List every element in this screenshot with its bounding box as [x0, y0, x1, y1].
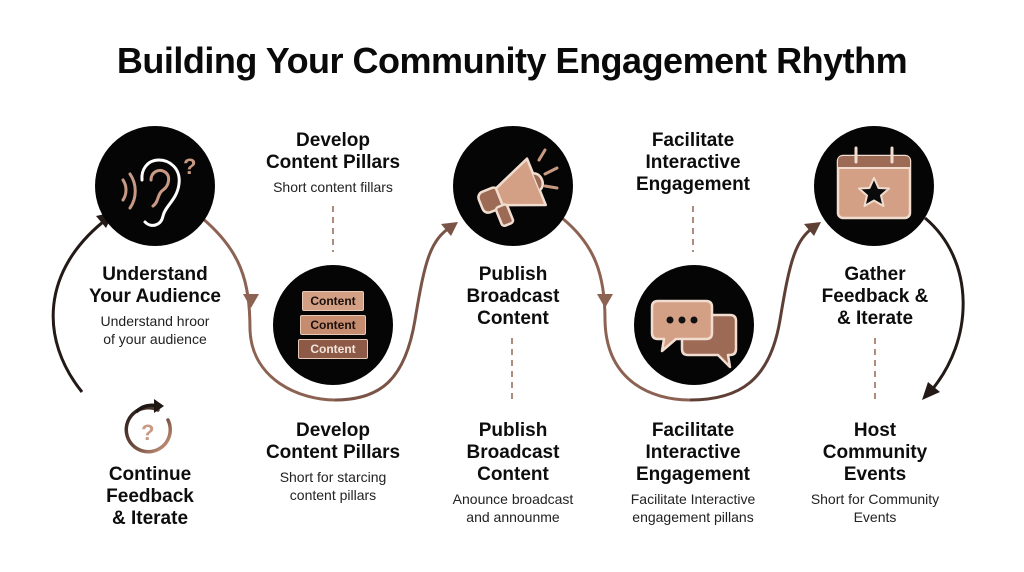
label-develop-top: Develop Content Pillars Short content fi…	[248, 130, 418, 196]
arrow-chat-to-gather	[689, 224, 816, 402]
refresh-question-icon: ?	[124, 399, 172, 454]
heading: Broadcast	[466, 286, 560, 307]
heading: Feedback &	[821, 286, 929, 307]
heading: & Iterate	[111, 508, 189, 529]
heading: Engagement	[635, 174, 751, 195]
node-facilitate	[634, 265, 754, 385]
label-understand: Understand Your Audience Understand hroo…	[70, 264, 240, 348]
heading: Understand	[102, 264, 208, 285]
heading: Feedback	[106, 486, 194, 507]
arrowhead-down-right	[922, 382, 940, 400]
heading: Publish	[478, 264, 548, 285]
node-understand: ?	[95, 126, 215, 246]
heading: Content Pillars	[265, 152, 401, 173]
calendar-star-icon	[836, 146, 912, 220]
subtext: Short content fillars	[273, 179, 393, 195]
heading: Continue	[108, 464, 192, 485]
label-host: Host Community Events Short for Communit…	[790, 420, 960, 526]
heading: Develop	[296, 420, 370, 441]
label-gather: Gather Feedback & & Iterate	[790, 264, 960, 330]
heading: Content	[477, 464, 549, 485]
heading: Interactive	[645, 152, 741, 173]
heading: Content Pillars	[265, 442, 401, 463]
content-pill: Content	[300, 315, 366, 335]
arrow-publish-to-chat	[561, 216, 691, 402]
content-pill: Content	[298, 339, 368, 359]
arrowhead-down-1	[243, 294, 259, 308]
arrowhead-down-2	[597, 294, 613, 308]
arrow-gather-to-host	[924, 216, 965, 393]
arrowhead-up-1	[441, 222, 458, 236]
label-develop-bottom: Develop Content Pillars Short for starci…	[248, 420, 418, 504]
label-continue: Continue Feedback & Iterate	[70, 464, 230, 530]
node-content-pillars: Content Content Content	[273, 265, 393, 385]
heading: Your Audience	[89, 286, 221, 307]
label-publish-bottom: Publish Broadcast Content Anounce broadc…	[428, 420, 598, 526]
label-facilitate-top: Facilitate Interactive Engagement	[608, 130, 778, 196]
label-publish: Publish Broadcast Content	[428, 264, 598, 330]
ear-icon: ?	[121, 154, 196, 227]
arrow-content-to-publish	[334, 224, 453, 402]
heading: Develop	[296, 130, 370, 151]
label-facilitate-bottom: Facilitate Interactive Engagement Facili…	[608, 420, 778, 526]
arrowhead-up-2	[804, 222, 821, 236]
heading: Broadcast	[466, 442, 560, 463]
heading: Publish	[478, 420, 548, 441]
heading: & Iterate	[836, 308, 914, 329]
node-publish	[453, 126, 573, 246]
megaphone-icon	[477, 148, 559, 228]
page-title: Building Your Community Engagement Rhyth…	[116, 40, 908, 81]
content-stack-icon: Content Content Content	[273, 265, 393, 385]
heading: Facilitate	[651, 130, 735, 151]
svg-text:?: ?	[141, 420, 154, 445]
heading: Facilitate	[651, 420, 735, 441]
heading: Gather	[844, 264, 906, 285]
loop-arrow-left	[51, 216, 109, 393]
svg-text:?: ?	[183, 154, 196, 179]
heading: Host	[853, 420, 897, 441]
heading: Community	[822, 442, 928, 463]
heading: Engagement	[635, 464, 751, 485]
heading: Content	[477, 308, 549, 329]
content-pill: Content	[302, 291, 364, 311]
heading: Events	[843, 464, 907, 485]
chat-bubbles-icon	[650, 299, 738, 369]
node-gather	[814, 126, 934, 246]
heading: Interactive	[645, 442, 741, 463]
arrow-ear-to-content	[201, 216, 336, 402]
